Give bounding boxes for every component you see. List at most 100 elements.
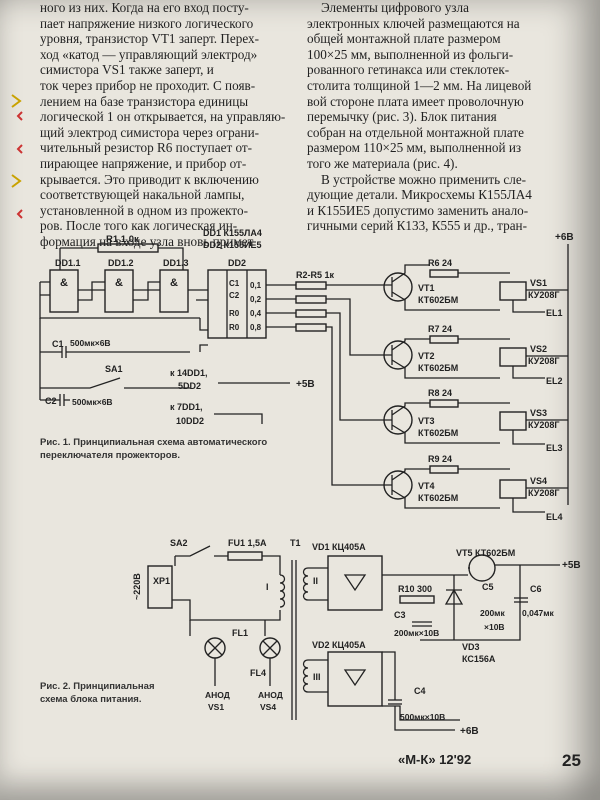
pin-label: 0,8 — [250, 323, 262, 332]
transformer-winding-3 — [302, 659, 309, 693]
text-line: ров. После того как логическая ин- — [40, 218, 238, 234]
text-line: пирающее напряжение, и прибор от- — [40, 155, 247, 171]
wire — [60, 247, 184, 270]
label-vd3-type: КС156А — [462, 654, 496, 664]
label-vt2: VT2 — [418, 351, 435, 361]
lamp-fl4 — [262, 640, 278, 656]
transformer-winding-2 — [302, 567, 309, 601]
text-line: Элементы цифрового узла — [321, 0, 469, 15]
lamp-fl1 — [207, 640, 223, 656]
text-line: собран на отдельной монтажной плате — [307, 124, 524, 140]
wire — [39, 318, 190, 400]
diode-icon — [343, 669, 367, 687]
text-line: формация на входе узла вновь примет — [40, 233, 254, 249]
bridge-vd2 — [327, 651, 383, 707]
label-vt4-type: КТ602БМ — [418, 493, 458, 503]
label-vd1: VD1 КЦ405А — [312, 542, 366, 552]
text-line: щий электрод симистора через ограни- — [40, 124, 260, 140]
text-line: В устройстве можно применить сле- — [321, 171, 527, 187]
stage-vt1: R6 24 VT1 КТ602БМ VS1 КУ208Г EL1 — [383, 258, 568, 318]
label-r2-r5: R2-R5 1к — [296, 270, 335, 280]
pin-label: 0,2 — [250, 295, 262, 304]
stage-vt2: R7 24 VT2 КТ602БМ VS2 КУ208Г EL2 — [383, 324, 568, 386]
wire — [214, 658, 271, 686]
label-c5-value: 200мк — [480, 608, 505, 618]
label-anode1-vs: VS1 — [208, 702, 224, 712]
switch-sa2 — [175, 545, 228, 557]
label-vs1-type: КУ208Г — [528, 290, 559, 300]
label-vt1-type: КТ602БМ — [418, 295, 458, 305]
label-vt1: VT1 — [418, 283, 435, 293]
label-plus5: +5В — [296, 379, 315, 390]
label-dd1-spec: DD1 К155ЛА4 — [203, 228, 262, 238]
label-el1: EL1 — [546, 308, 563, 318]
text-line: ного из них. Когда на его вход посту- — [40, 0, 249, 15]
label-dd2: DD2 — [228, 258, 246, 268]
label-anode1: АНОД — [205, 690, 230, 700]
wire — [40, 281, 208, 301]
label-dd1-2: DD1.2 — [108, 258, 134, 268]
label-vs3-type: КУ208Г — [528, 420, 559, 430]
label-sa1: SA1 — [105, 364, 123, 374]
label-winding-2: II — [313, 576, 318, 586]
label-220v: ~220В — [132, 573, 142, 600]
label-vt3: VT3 — [418, 416, 435, 426]
bridge-vd1 — [327, 555, 383, 611]
label-r1: R1 1,0к — [106, 234, 139, 245]
transistor-vt1 — [383, 272, 413, 302]
switch-sa1 — [40, 377, 190, 389]
page-number: 25 — [562, 751, 581, 770]
transistor-vt2 — [383, 340, 413, 370]
stage-vt3: R8 24 VT3 КТ602БМ VS3 КУ208Г EL3 — [383, 388, 568, 453]
wire — [382, 651, 455, 731]
text-line: пает напряжение низкого логического — [40, 15, 254, 31]
label-c1: C1 — [52, 339, 64, 349]
wire — [385, 338, 510, 379]
wire — [512, 289, 568, 313]
wire — [262, 555, 281, 575]
pin-label: R0 — [229, 309, 240, 318]
wire — [326, 284, 385, 486]
label-c3: C3 — [394, 610, 406, 620]
wire — [385, 402, 510, 444]
label-c4-value: 500мк×10В — [400, 712, 445, 722]
label-vt4: VT4 — [418, 481, 435, 491]
label-vt5: VT5 КТ602БМ — [456, 548, 515, 558]
gate-dd1-3 — [159, 269, 189, 313]
resistor-r10 — [399, 595, 435, 604]
pin-label: 0,1 — [250, 281, 262, 290]
label-xp1: XP1 — [153, 576, 170, 586]
label-fl4: FL4 — [250, 668, 266, 678]
label-and-2: & — [115, 277, 123, 289]
wire — [385, 264, 510, 311]
wire — [512, 355, 568, 379]
wire — [189, 620, 266, 636]
journal-footer: «М-К» 12'92 — [398, 752, 472, 767]
text-line: вой стороне плата имеет проволочную — [307, 93, 524, 109]
label-el3: EL3 — [546, 443, 563, 453]
label-fu1: FU1 1,5А — [228, 538, 267, 548]
text-line: гичными серий К133, К555 и др., тран- — [307, 218, 528, 234]
label-and-3: & — [170, 277, 178, 289]
label-c4: C4 — [414, 686, 426, 696]
text-line: размером 110×25 мм, выполненной из — [307, 140, 522, 156]
label-vs4: VS4 — [530, 476, 547, 486]
text-line: общей монтажной плате размером — [307, 31, 501, 47]
gate-dd1-1 — [49, 269, 79, 313]
label-r8: R8 24 — [428, 388, 452, 398]
label-anode4: АНОД — [258, 690, 283, 700]
label-sa2: SA2 — [170, 538, 188, 548]
text-line: рованного гетинакса или стеклотек- — [307, 62, 510, 78]
text-line: чительный резистор R6 поступает от- — [40, 140, 253, 156]
wire — [172, 556, 281, 621]
stage-vt4: R9 24 VT4 КТ602БМ VS4 КУ208Г EL4 — [383, 454, 568, 522]
label-vd3: VD3 — [462, 642, 480, 652]
label-dd2-spec: DD2 К155ИЕ5 — [203, 240, 262, 250]
text-line: столита толщиной 1—2 мм. На лицевой — [307, 77, 532, 93]
diode-icon — [343, 574, 367, 592]
label-c6: C6 — [530, 584, 542, 594]
label-power1: к 14DD1, — [170, 368, 208, 378]
text-line: крывается. Это приводит к включению — [40, 171, 259, 187]
wire — [196, 299, 208, 352]
